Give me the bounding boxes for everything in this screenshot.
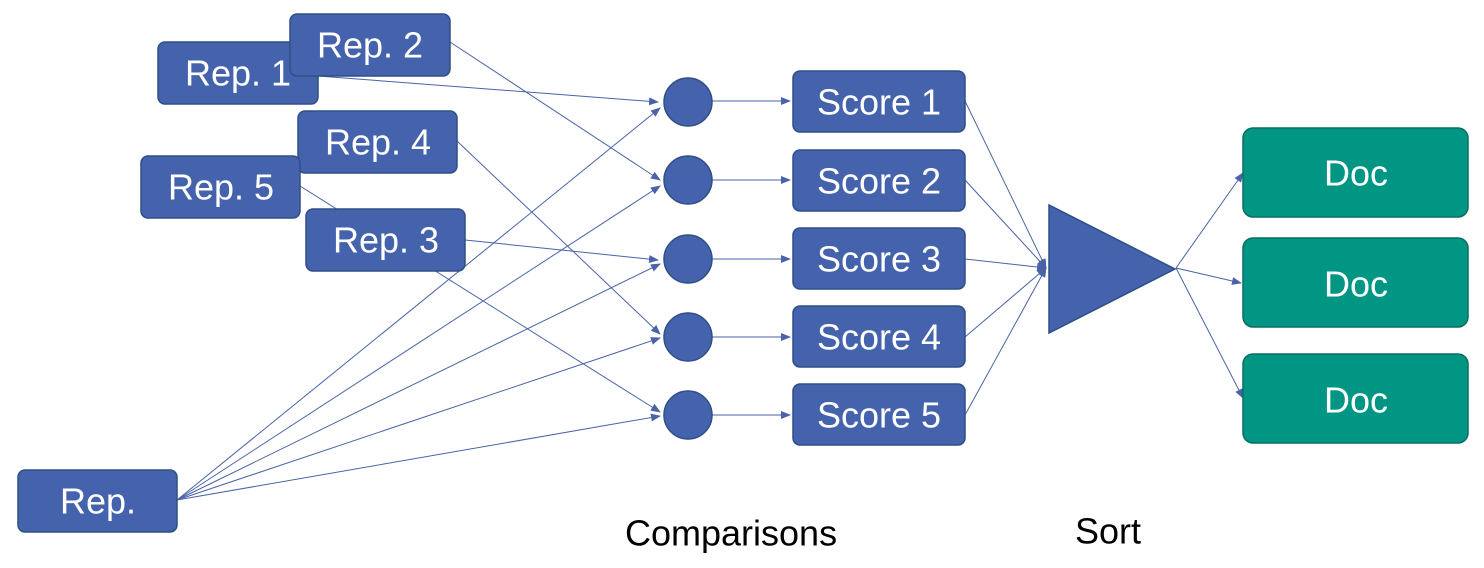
candidate-label: Rep. 3 — [333, 220, 439, 261]
doc-label: Doc — [1324, 153, 1388, 194]
query-box: Rep. — [17, 469, 178, 533]
candidate-label: Rep. 4 — [325, 122, 431, 163]
candidate-box-rep3: Rep. 3 — [305, 208, 466, 272]
comparison-node-2 — [663, 155, 713, 205]
candidate-box-rep1: Rep. 1 — [157, 41, 319, 105]
comparison-node-5 — [663, 390, 713, 440]
edge-rep4-comparison4 — [456, 140, 661, 335]
candidate-box-rep4: Rep. 4 — [297, 110, 458, 174]
query-label: Rep. — [60, 481, 136, 522]
edge-score1-sort — [964, 100, 1047, 269]
edge-score2-sort — [964, 179, 1047, 269]
edge-sort-doc2 — [1175, 267, 1242, 285]
edge-query-comparison2 — [176, 185, 661, 501]
comparisons-caption: Comparisons — [625, 513, 837, 554]
score-label: Score 2 — [817, 161, 941, 202]
doc-box-3: Doc — [1242, 353, 1469, 444]
edge-sort-doc1 — [1175, 172, 1244, 269]
score-label: Score 1 — [817, 82, 941, 123]
score-label: Score 4 — [817, 317, 941, 358]
edge-query-comparison5 — [176, 413, 661, 501]
edge-query-comparison4 — [176, 337, 661, 501]
sort-caption: Sort — [1075, 511, 1141, 552]
edge-rep1-comparison1 — [317, 75, 659, 106]
score-box-5: Score 5 — [792, 383, 966, 446]
score-box-4: Score 4 — [792, 305, 966, 368]
candidate-box-rep2: Rep. 2 — [289, 13, 451, 77]
score-box-2: Score 2 — [792, 149, 966, 212]
sort-triangle — [1048, 203, 1177, 335]
doc-label: Doc — [1324, 380, 1388, 421]
score-label: Score 3 — [817, 239, 941, 280]
score-box-1: Score 1 — [792, 70, 966, 133]
comparison-node-1 — [663, 77, 713, 127]
edge-rep2-comparison2 — [449, 41, 661, 181]
comparison-nodes — [663, 77, 713, 440]
edge-score3-sort — [964, 258, 1047, 271]
candidate-box-rep5: Rep. 5 — [140, 155, 301, 219]
comparison-node-4 — [663, 312, 713, 362]
candidate-label: Rep. 5 — [168, 167, 274, 208]
candidate-label: Rep. 1 — [185, 53, 291, 94]
doc-box-1: Doc — [1242, 127, 1469, 218]
edges — [176, 41, 1244, 501]
edge-score5-sort — [964, 267, 1047, 416]
comparison-node-3 — [663, 234, 713, 284]
score-box-3: Score 3 — [792, 227, 966, 290]
edge-sort-doc3 — [1175, 267, 1244, 399]
edge-query-comparison3 — [176, 263, 661, 501]
doc-box-2: Doc — [1242, 237, 1469, 328]
edge-query-comparison1 — [176, 107, 661, 501]
doc-label: Doc — [1324, 264, 1388, 305]
edge-score4-sort — [964, 267, 1047, 338]
candidate-label: Rep. 2 — [317, 25, 423, 66]
score-label: Score 5 — [817, 395, 941, 436]
